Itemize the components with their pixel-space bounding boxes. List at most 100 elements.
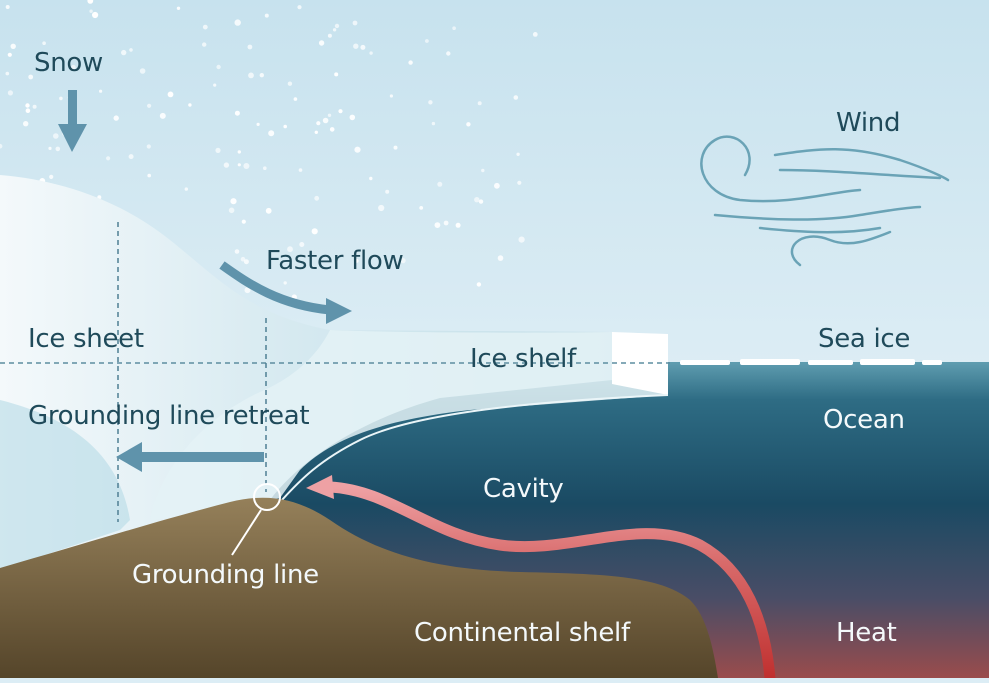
snowflake-dot [234,249,240,254]
snowflake-dot [478,199,484,204]
snowflake-dot [513,95,519,100]
snowflake-dot [297,5,302,10]
snowflake-dot [241,219,246,224]
ice-flow-band [150,330,668,520]
snowflake-dot [474,197,480,203]
snowflake-dot [316,121,321,126]
snowflake-dot [369,176,373,181]
snowflake-dot [230,198,237,205]
snowflake-dot [428,100,433,105]
ocean-label: Ocean [823,405,905,435]
snowflake-dot [268,130,275,137]
snowflake-dot [314,195,320,201]
snowflake-dot [476,282,482,287]
snowflake-dot [202,42,207,47]
snowflake-dot [408,60,413,65]
snowflake-dot [425,39,429,43]
snowflake-dot [248,72,254,79]
ice-shelf-label: Ice shelf [470,344,576,374]
ice-sheet-label: Ice sheet [28,324,144,354]
snowflake-dot [354,258,359,263]
snowflake-dot [259,73,264,78]
snowflake-dot [385,189,390,194]
snowflake-dot [5,71,10,76]
snowflake-dot [497,255,504,261]
snowflake-dot [129,48,133,52]
snowflake-dot [516,152,520,156]
snowflake-dot [240,256,246,262]
snowflake-dot [494,182,500,189]
snowflake-dot [360,44,366,50]
faster-flow-label: Faster flow [266,246,404,276]
snowflake-dot [264,13,269,18]
snowflake-dot [71,64,76,70]
snowflake-dot [517,180,522,185]
retreat-arrow-icon [116,442,264,472]
continental-shelf-label: Continental shelf [414,618,630,648]
snowflake-dot [234,110,240,116]
snowflake-dot [243,163,250,169]
snowflake-dot [263,166,267,170]
snowflake-dot [53,133,59,139]
snowflake-dot [446,51,451,56]
snowflake-dot [322,117,329,124]
snowflake-dot [184,187,188,191]
snowflake-dot [452,26,456,31]
snowflake-dot [99,89,103,93]
snowflake-dot [216,64,221,70]
snowflake-dot [5,5,10,9]
snowflake-dot [353,43,359,49]
snowflake-dot [202,24,208,30]
snowflake-dot [237,150,241,154]
snowflake-dot [139,68,146,74]
snowflake-dot [49,174,54,179]
snowflake-dot [455,222,461,228]
snowflake-dot [466,122,471,127]
snowflake-dot [378,204,385,212]
snowflake-dot [48,146,52,150]
snowflake-dot [243,259,249,265]
snowflake-dot [237,163,241,167]
snowflake-dot [393,145,398,150]
snowflake-dot [389,94,393,98]
snowflake-dot [283,281,287,285]
heat-arrow-icon [306,475,776,683]
snowflake-dot [55,146,61,152]
snowflake-dot [443,220,449,226]
snowflake-dot [481,168,485,173]
snowflake-dot [318,40,325,46]
snowflake-dot [437,181,443,187]
snowflake-dot [87,0,94,4]
snowflake-dot [146,144,151,149]
snowflake-dot [349,114,356,121]
snowflake-dot [434,222,441,229]
snowflake-dot [28,74,34,80]
snowflake-dot [228,207,235,214]
grounding-line-label: Grounding line [132,560,319,590]
snowflake-dot [332,28,337,32]
snowflake-dot [234,19,241,26]
snowflake-dot [215,147,221,153]
snowflake-dot [159,112,166,119]
snowflake-dot [128,154,134,160]
wind-icon [700,135,950,267]
snowflake-dot [25,103,30,108]
snowflake-dot [167,91,174,98]
snowflake-dot [287,81,293,86]
snowflake-dot [113,115,119,121]
heat-label: Heat [836,618,897,648]
snowflake-dot [287,246,293,253]
snowflake-dot [89,9,93,13]
snowflake-dot [283,124,288,129]
snowflake-dot [42,41,46,45]
snowflake-dot [338,109,343,114]
snowflake-dot [518,236,525,243]
snowflake-dot [223,162,230,168]
snowflake-dot [265,207,272,214]
snowflake-dot [400,258,406,264]
faster-flow-arrow-icon [219,261,352,324]
snowflake-dot [311,228,318,235]
snowflake-dot [256,122,260,126]
snowflake-dot [7,52,12,57]
